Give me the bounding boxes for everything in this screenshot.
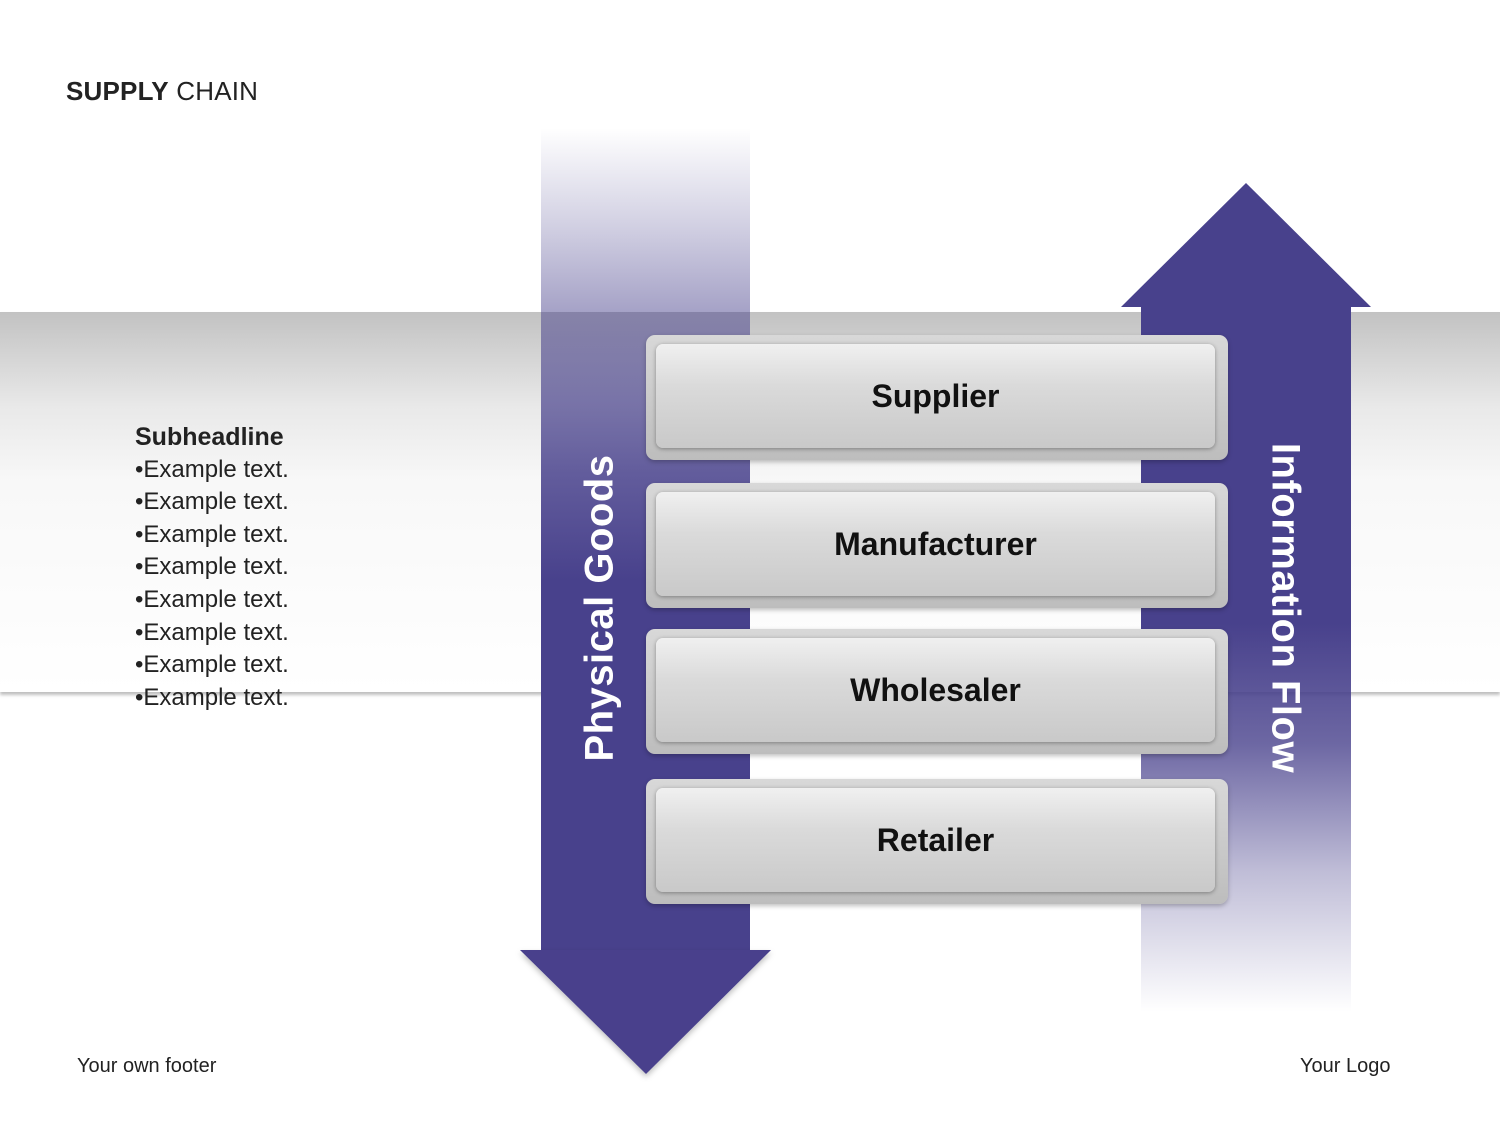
stage-retailer-panel: Retailer: [656, 788, 1215, 892]
physical-goods-label: Physical Goods: [577, 454, 622, 762]
logo-placeholder: Your Logo: [1300, 1055, 1391, 1077]
stage-manufacturer: Manufacturer: [646, 483, 1228, 608]
bullet-item: •Example text.: [135, 488, 289, 516]
information-flow-label: Information Flow: [1263, 442, 1308, 774]
bullet-item: •Example text.: [135, 553, 289, 581]
stage-label: Wholesaler: [850, 671, 1021, 708]
stage-label: Manufacturer: [834, 525, 1037, 562]
stage-label: Retailer: [876, 821, 995, 858]
footer-text: Your own footer: [77, 1055, 217, 1077]
stage-wholesaler: Wholesaler: [646, 629, 1228, 754]
stage-wholesaler-panel: Wholesaler: [656, 638, 1215, 742]
bullet-item: •Example text.: [135, 618, 289, 646]
slide-title: SUPPLY CHAIN: [66, 76, 258, 107]
bullet-item: •Example text.: [135, 683, 289, 711]
stage-supplier-panel: Supplier: [656, 344, 1215, 448]
stage-supplier: Supplier: [646, 335, 1228, 460]
stage-retailer: Retailer: [646, 779, 1228, 904]
bullet-item: •Example text.: [135, 520, 289, 548]
bullet-item: •Example text.: [135, 585, 289, 613]
subheadline: Subheadline: [135, 423, 284, 451]
bullet-item: •Example text.: [135, 455, 289, 483]
stage-manufacturer-panel: Manufacturer: [656, 492, 1215, 596]
slide-title-bold: SUPPLY: [66, 76, 169, 106]
physical-goods-arrow-head: [520, 950, 771, 1074]
information-flow-arrow-head: [1121, 183, 1371, 307]
stage-label: Supplier: [871, 377, 1000, 414]
slide-title-rest: CHAIN: [168, 76, 259, 106]
text-block: Subheadline •Example text. •Example text…: [135, 421, 289, 714]
bullet-item: •Example text.: [135, 651, 289, 679]
